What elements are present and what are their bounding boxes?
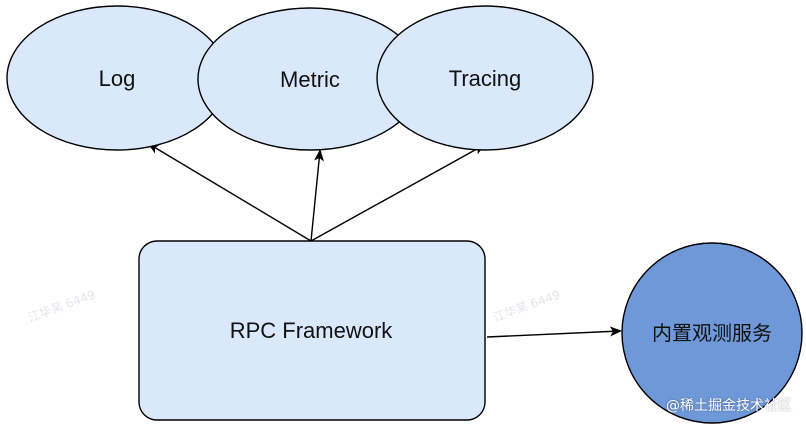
watermark-text-6: 江华某 6449: [491, 288, 562, 325]
footer-watermark: @稀土掘金技术社区: [666, 398, 792, 414]
tracing-label: Tracing: [449, 66, 522, 91]
arrow-rpc-to-metric: [310, 149, 324, 242]
node-builtin-observability: 内置观测服务: [621, 242, 803, 424]
builtin-observability-label: 内置观测服务: [652, 321, 772, 345]
tracing-ellipse: [376, 5, 594, 151]
arrow-rpc-to-builtin-observability: [486, 326, 622, 338]
log-label: Log: [99, 66, 136, 91]
arrow-rpc-to-log: [147, 142, 312, 242]
builtin-observability-circle: [621, 242, 803, 424]
node-tracing: Tracing: [376, 5, 594, 151]
rpc-framework-box: [138, 240, 486, 421]
node-metric: Metric: [197, 7, 423, 151]
connectors: [147, 142, 622, 338]
rpc-framework-label: RPC Framework: [230, 318, 394, 343]
node-rpc-framework: RPC Framework: [138, 240, 486, 421]
watermark-text-4: 江华某 6449: [26, 288, 97, 325]
node-log: Log: [6, 5, 228, 151]
metric-label: Metric: [280, 67, 340, 92]
arrow-rpc-to-tracing: [310, 144, 486, 242]
